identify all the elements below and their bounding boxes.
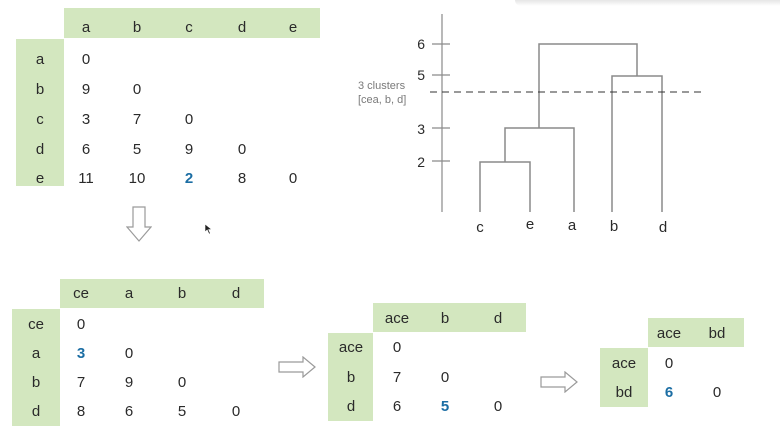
branch-root [538, 43, 638, 128]
column-header-cell: ce [73, 285, 89, 302]
matrix-cell: 6 [664, 384, 674, 401]
branch-c-e [479, 161, 531, 212]
matrix-cell: 0 [440, 369, 450, 386]
column-header-cell: b [177, 285, 187, 302]
row-header-cell: ace [611, 355, 637, 372]
matrix-cell: 0 [132, 81, 142, 98]
leaf-label: b [610, 218, 618, 235]
matrix-4-column-header [648, 318, 744, 347]
row-header-cell: a [35, 51, 45, 68]
matrix-4-row-header [600, 348, 648, 407]
y-tick-label: 5 [417, 67, 425, 83]
matrix-cell: 0 [124, 345, 134, 362]
matrix-cell: 0 [664, 355, 674, 372]
branch-ce-a [504, 127, 575, 212]
leaf-label: a [568, 217, 577, 234]
matrix-cell: 11 [78, 170, 94, 187]
row-header-cell: c [36, 111, 44, 128]
matrix-cell: 0 [177, 374, 187, 391]
distance-matrix-4: ace bd ace 0 bd 6 0 [600, 318, 744, 407]
matrix-2-column-header [60, 279, 264, 308]
top-shadow [515, 0, 780, 6]
row-header-cell: b [31, 374, 41, 391]
column-header-cell: a [81, 19, 91, 36]
matrix-cell: 0 [392, 339, 402, 356]
row-header-cell: d [31, 403, 41, 420]
column-header-cell: d [493, 310, 503, 327]
matrix-3-row-header [328, 333, 373, 421]
leaf-label: e [526, 216, 534, 233]
matrix-cell: 8 [76, 403, 86, 420]
matrix-cell: 5 [440, 398, 450, 415]
column-header-cell: a [124, 285, 134, 302]
row-header-cell: a [31, 345, 41, 362]
column-header-cell: c [185, 19, 193, 36]
cut-label-line-2: [cea, b, d] [358, 94, 406, 106]
matrix-3-column-header [373, 303, 526, 332]
arrow-right-icon [540, 371, 578, 393]
leaf-label: c [476, 219, 484, 236]
row-header-cell: e [35, 170, 45, 187]
arrow-right-icon [278, 356, 316, 378]
matrix-cell: 10 [128, 170, 146, 187]
matrix-1-column-header [64, 8, 320, 38]
matrix-cell: 6 [81, 141, 91, 158]
column-header-cell: ace [384, 310, 410, 327]
matrix-cell: 0 [712, 384, 722, 401]
row-header-cell: d [35, 141, 45, 158]
matrix-cell: 3 [81, 111, 91, 128]
matrix-cell: 7 [76, 374, 86, 391]
column-header-cell: d [231, 285, 241, 302]
column-header-cell: bd [708, 325, 726, 342]
row-header-cell: b [35, 81, 45, 98]
row-header-cell: ce [28, 316, 44, 333]
matrix-cell: 7 [392, 369, 402, 386]
dendrogram: 6 5 3 2 3 clusters [cea, b, d] c e a b d [358, 14, 702, 236]
matrix-cell: 0 [231, 403, 241, 420]
matrix-cell: 0 [81, 51, 91, 68]
column-header-cell: b [132, 19, 142, 36]
matrix-cell: 7 [132, 111, 142, 128]
branch-b-d [611, 75, 663, 212]
matrix-cell: 0 [237, 141, 247, 158]
matrix-cell: 0 [76, 316, 86, 333]
mouse-cursor-icon [204, 223, 213, 235]
leaf-label: d [659, 219, 667, 236]
matrix-cell: 9 [184, 141, 194, 158]
row-header-cell: ace [338, 339, 364, 356]
column-header-cell: ace [656, 325, 682, 342]
matrix-cell: 0 [288, 170, 298, 187]
y-tick-label: 2 [417, 154, 425, 170]
matrix-cell: 6 [392, 398, 402, 415]
matrix-cell: 2 [184, 170, 194, 187]
matrix-cell: 3 [76, 345, 86, 362]
matrix-cell: 0 [184, 111, 194, 128]
y-tick-label: 6 [417, 36, 425, 52]
matrix-1-row-header [16, 39, 64, 186]
matrix-2-row-header [12, 309, 60, 426]
matrix-cell: 5 [177, 403, 187, 420]
matrix-cell: 9 [124, 374, 134, 391]
cut-label-line-1: 3 clusters [358, 80, 406, 92]
matrix-cell: 0 [493, 398, 503, 415]
matrix-cell: 5 [132, 141, 142, 158]
row-header-cell: b [346, 369, 356, 386]
matrix-cell: 6 [124, 403, 134, 420]
matrix-cell: 9 [81, 81, 91, 98]
column-header-cell: e [288, 19, 298, 36]
matrix-cell: 8 [237, 170, 247, 187]
arrow-down-icon [126, 206, 152, 242]
row-header-cell: bd [615, 384, 633, 401]
column-header-cell: b [440, 310, 450, 327]
y-tick-label: 3 [417, 121, 425, 137]
column-header-cell: d [237, 19, 247, 36]
row-header-cell: d [346, 398, 356, 415]
